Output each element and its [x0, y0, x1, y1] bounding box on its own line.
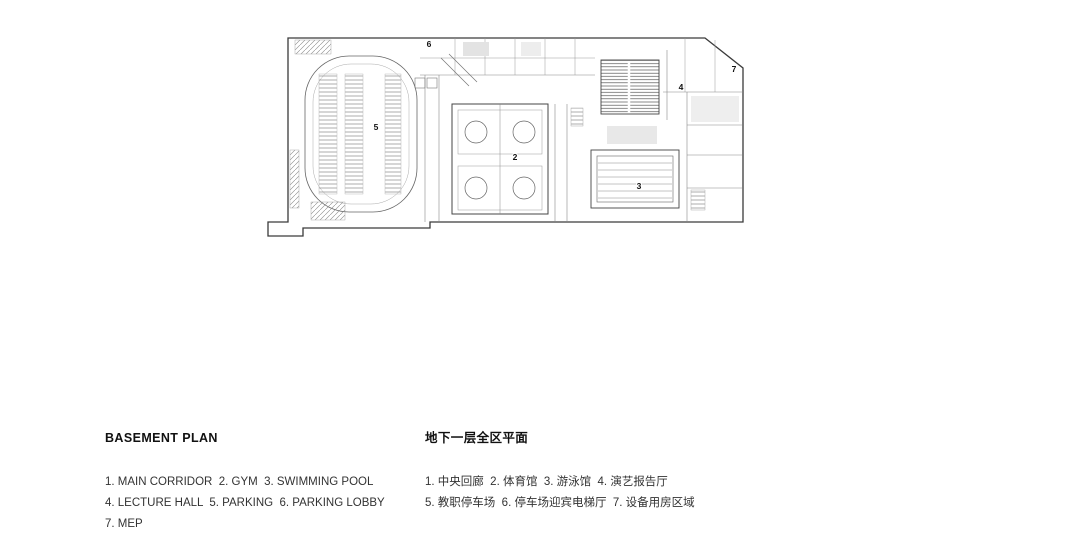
stair [690, 189, 706, 211]
legend-chinese-title: 地下一层全区平面 [425, 431, 529, 445]
plan-label-mep: 7 [732, 64, 737, 74]
legend-english-line-2: 4. LECTURE HALL 5. PARKING 6. PARKING LO… [105, 497, 385, 509]
elevator-core [414, 77, 438, 89]
stair [570, 107, 584, 127]
legend-chinese-line-2: 5. 教职停车场 6. 停车场迎宾电梯厅 7. 设备用房区域 [425, 497, 695, 509]
legend-english-title: BASEMENT PLAN [105, 431, 218, 445]
legend-english-line-1: 1. MAIN CORRIDOR 2. GYM 3. SWIMMING POOL [105, 476, 374, 488]
room-fill [607, 126, 657, 144]
plan-label-gym: 2 [513, 152, 518, 162]
room-fill [691, 96, 739, 122]
parking-stalls [344, 73, 364, 195]
ramp-hatch [294, 39, 332, 55]
legend-english-line-3: 7. MEP [105, 518, 143, 530]
gym-courts [451, 103, 549, 215]
diagonal-passage [440, 53, 478, 87]
room-fill [521, 42, 541, 56]
top-rooms [420, 38, 743, 93]
floor-plan-drawing: 2 3 4 5 6 7 [267, 37, 744, 237]
room-fill [463, 42, 489, 56]
parking-stalls [384, 73, 402, 195]
plan-label-parking: 5 [374, 122, 379, 132]
plan-label-lecture-hall: 4 [679, 82, 684, 92]
parking-area [289, 39, 418, 221]
swimming-pool [590, 149, 680, 209]
legend-english: BASEMENT PLAN 1. MAIN CORRIDOR 2. GYM 3.… [105, 431, 385, 535]
parking-stalls [318, 73, 338, 195]
ramp-hatch [289, 149, 300, 209]
ramp-hatch [310, 201, 346, 221]
plan-label-pool: 3 [637, 181, 642, 191]
corridor-walls [424, 75, 742, 222]
plan-label-parking-lobby: 6 [427, 39, 432, 49]
legend-chinese: 地下一层全区平面 1. 中央回廊 2. 体育馆 3. 游泳馆 4. 演艺报告厅 … [425, 431, 695, 514]
legend-chinese-line-1: 1. 中央回廊 2. 体育馆 3. 游泳馆 4. 演艺报告厅 [425, 476, 668, 488]
lecture-hall [600, 50, 668, 120]
